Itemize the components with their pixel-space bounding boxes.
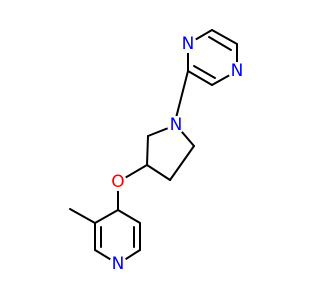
bond xyxy=(175,70,189,119)
pyrazine-ring xyxy=(187,29,238,86)
bond xyxy=(193,65,216,79)
bond xyxy=(169,145,195,181)
atom-o-ether: O xyxy=(109,172,127,192)
atom-n-pyrrolidine: N xyxy=(167,115,185,135)
atom-label: N xyxy=(231,61,244,81)
bond xyxy=(94,209,119,224)
atom-n-pyrazine-bottom: N xyxy=(228,61,246,81)
atom-label: N xyxy=(170,115,183,135)
bond xyxy=(187,70,213,86)
bond xyxy=(146,135,149,166)
bond xyxy=(211,29,238,45)
atom-label: N xyxy=(112,254,125,274)
bond xyxy=(208,36,232,51)
atom-n-pyridine: N xyxy=(109,254,127,274)
atom-label: N xyxy=(182,34,195,54)
atom-label: O xyxy=(111,172,124,192)
bond xyxy=(117,209,141,224)
methyl-bond xyxy=(69,208,96,224)
molecule-structure: N N N O N xyxy=(69,29,246,274)
bond xyxy=(146,164,171,181)
atom-n-pyrazine-top: N xyxy=(179,34,197,54)
pyridine-ring xyxy=(94,209,141,265)
